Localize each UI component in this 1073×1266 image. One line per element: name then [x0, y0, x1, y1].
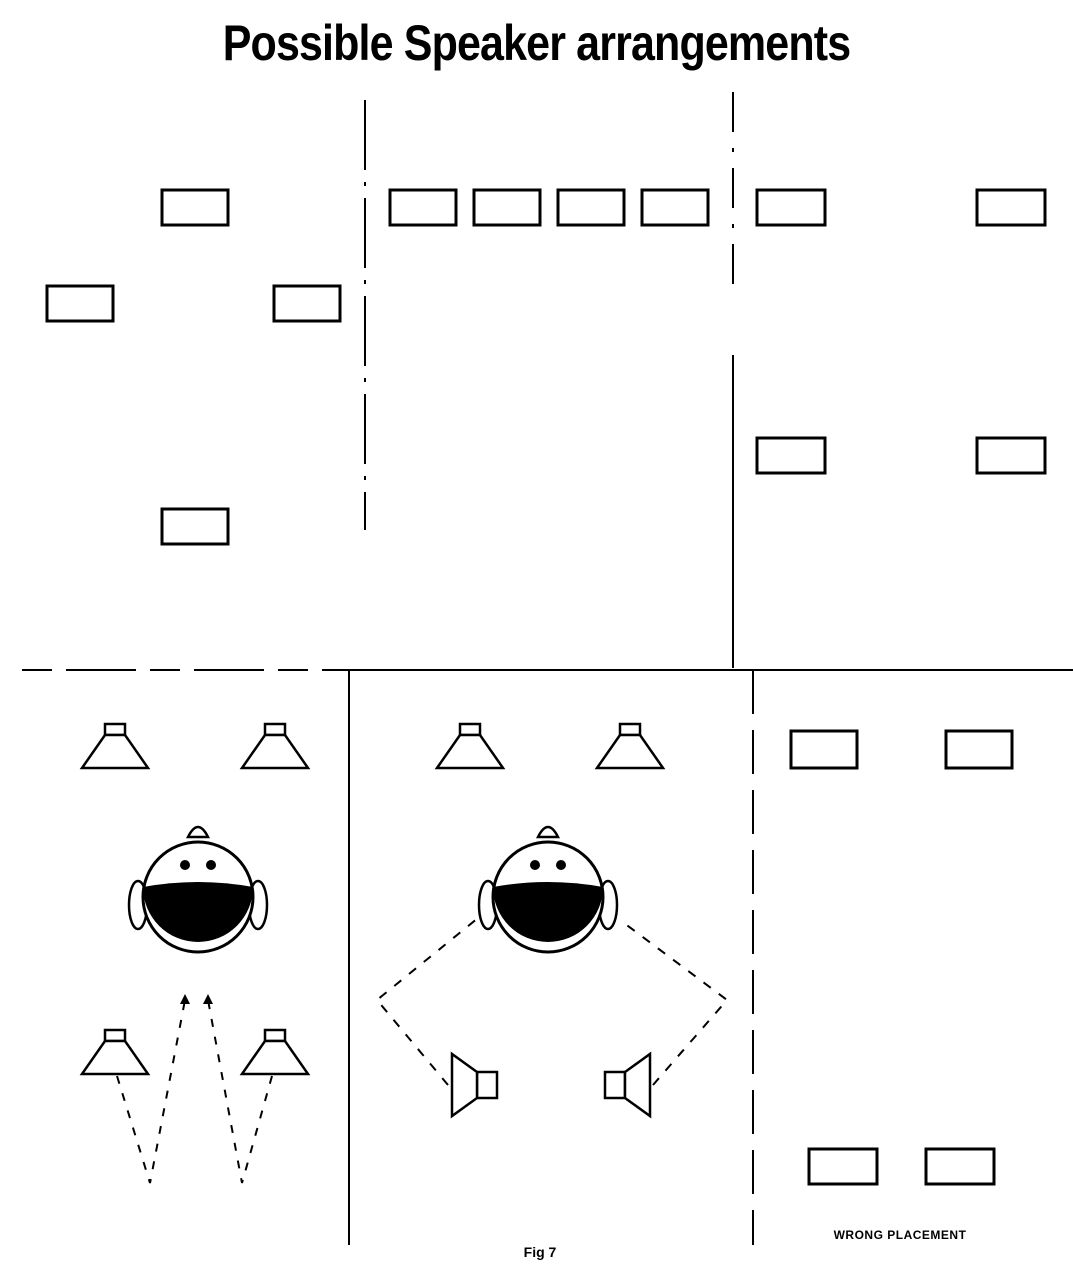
box-speaker-icon [946, 731, 1012, 768]
box-speaker-icon [757, 438, 825, 473]
cone-speaker-icon [242, 1030, 308, 1074]
panel-dividers [22, 92, 1073, 1245]
cone-speaker-icon [82, 1030, 148, 1074]
cone-speaker-icon [437, 724, 503, 768]
panel-rear-reflection [82, 724, 308, 1183]
panel-side-reflection [377, 724, 727, 1116]
figure-caption: Fig 7 [500, 1244, 580, 1260]
listener-head-icon [129, 827, 267, 952]
box-speaker-icon [757, 190, 825, 225]
box-speaker-icon [791, 731, 857, 768]
cone-speaker-icon [597, 724, 663, 768]
box-speaker-icon [390, 190, 456, 225]
box-speaker-icon [642, 190, 708, 225]
panel-wrong-placement [791, 731, 1012, 1184]
box-speaker-icon [977, 438, 1045, 473]
box-speaker-icon [977, 190, 1045, 225]
cone-speaker-icon [452, 1054, 497, 1116]
panel-square-arrangement [757, 190, 1045, 473]
cone-speaker-icon [82, 724, 148, 768]
panel-diamond-arrangement [47, 190, 340, 544]
cone-speaker-icon [242, 724, 308, 768]
cone-speaker-icon [605, 1054, 650, 1116]
box-speaker-icon [558, 190, 624, 225]
panel-row-arrangement [390, 190, 708, 225]
box-speaker-icon [809, 1149, 877, 1184]
box-speaker-icon [926, 1149, 994, 1184]
box-speaker-icon [162, 509, 228, 544]
sound-path [117, 1000, 272, 1183]
wrong-placement-label: WRONG PLACEMENT [790, 1228, 1010, 1242]
box-speaker-icon [274, 286, 340, 321]
box-speaker-icon [47, 286, 113, 321]
box-speaker-icon [474, 190, 540, 225]
listener-head-icon [479, 827, 617, 952]
arrow-icon [180, 994, 213, 1004]
box-speaker-icon [162, 190, 228, 225]
